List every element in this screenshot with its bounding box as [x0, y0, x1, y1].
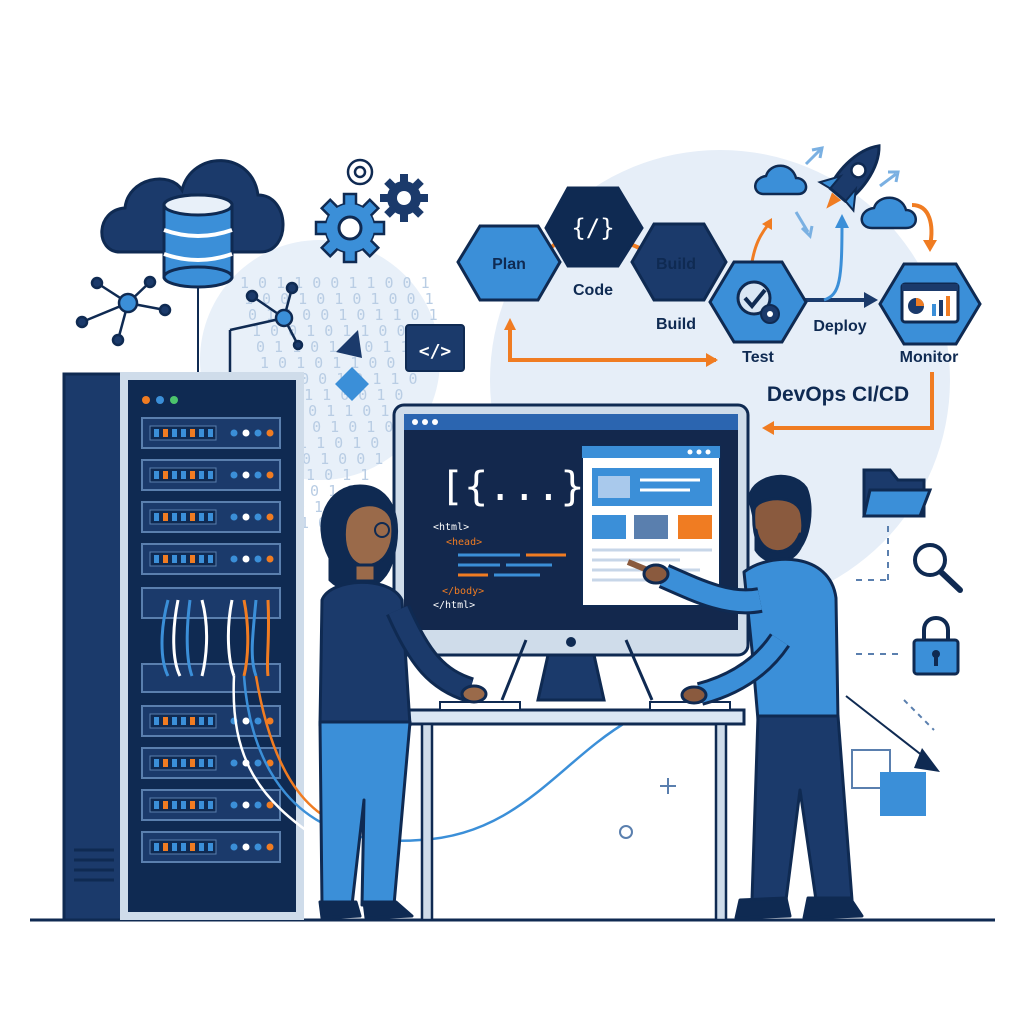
network-nodes-small-icon: [228, 281, 304, 372]
rack-unit: [141, 459, 281, 491]
developer-woman: [318, 484, 488, 920]
rocket-icon: [794, 144, 900, 240]
desktop-monitor: [{...}] <html> <head> </body> </html>: [392, 403, 750, 702]
pipeline-diagram: Plan {/} Code Build Build Test Deploy: [456, 186, 982, 435]
stage-monitor-label: Monitor: [900, 349, 959, 366]
network-nodes-icon: [75, 275, 172, 347]
stage-build-hex-label: Build: [656, 256, 696, 273]
binary-row: 1 0 0 1 0 1 1 0 0 1 0: [252, 322, 442, 340]
stage-build: Build Build: [630, 222, 728, 333]
code-line-4: </html>: [433, 600, 475, 611]
rack-unit: [141, 543, 281, 575]
server-rack: [62, 372, 631, 922]
gears-icon: [314, 158, 428, 264]
rack-unit: [141, 705, 281, 737]
binary-row: 0 1 1 0 1 0: [280, 434, 379, 452]
rack-unit: [141, 789, 281, 821]
stage-code-label: Code: [573, 282, 613, 299]
stage-test-label: Test: [742, 349, 774, 366]
plus-decoration: [660, 778, 676, 794]
rack-unit: [141, 747, 281, 779]
stage-plan-label: Plan: [492, 256, 526, 273]
binary-row: 1 0 1 0 0 1: [284, 450, 383, 468]
stage-code: {/} Code: [544, 186, 644, 299]
stage-test: Test: [708, 260, 808, 366]
stage-monitor: Monitor: [878, 262, 982, 366]
cursor-arrow-icon: [335, 330, 369, 401]
desk: [404, 639, 746, 922]
binary-row: 0 1 1 0 0 1 0 1 1 0 1: [248, 306, 438, 324]
cloud-small-right: [860, 196, 917, 230]
stage-deploy-label: Deploy: [813, 318, 866, 335]
binary-row: 1 0: [300, 514, 327, 532]
cloud-database-icon: [100, 159, 285, 372]
braces-text: [{...}]: [440, 464, 609, 510]
stage-build-label: Build: [656, 316, 696, 333]
code-window-text: </>: [419, 341, 452, 362]
rack-unit: [141, 501, 281, 533]
binary-row: 1 0 0 1 0 1 0: [276, 418, 393, 436]
code-braces-icon: {/}: [571, 214, 614, 242]
developer-man: [626, 474, 864, 920]
shapes-icon: [851, 749, 926, 816]
rack-unit: [141, 831, 281, 863]
cloud-small-left: [754, 164, 808, 196]
rack-unit: [141, 417, 281, 449]
pipeline-title: DevOps CI/CD: [767, 383, 909, 406]
code-line-1: <html>: [433, 522, 469, 533]
circle-decoration: [619, 825, 633, 839]
code-line-3: </body>: [442, 586, 484, 597]
code-line-2: <head>: [446, 537, 482, 548]
search-icon: [913, 543, 963, 593]
folder-icon: [862, 468, 933, 518]
binary-row: 0 1 0 1 1: [288, 466, 369, 484]
binary-row: 1 0 1 0 1 1 0 0 1: [260, 354, 414, 372]
code-window-icon: </>: [405, 324, 465, 372]
cursor-diagonal-icon: [845, 695, 940, 772]
lock-icon: [912, 616, 960, 676]
stage-plan: Plan: [456, 224, 562, 302]
